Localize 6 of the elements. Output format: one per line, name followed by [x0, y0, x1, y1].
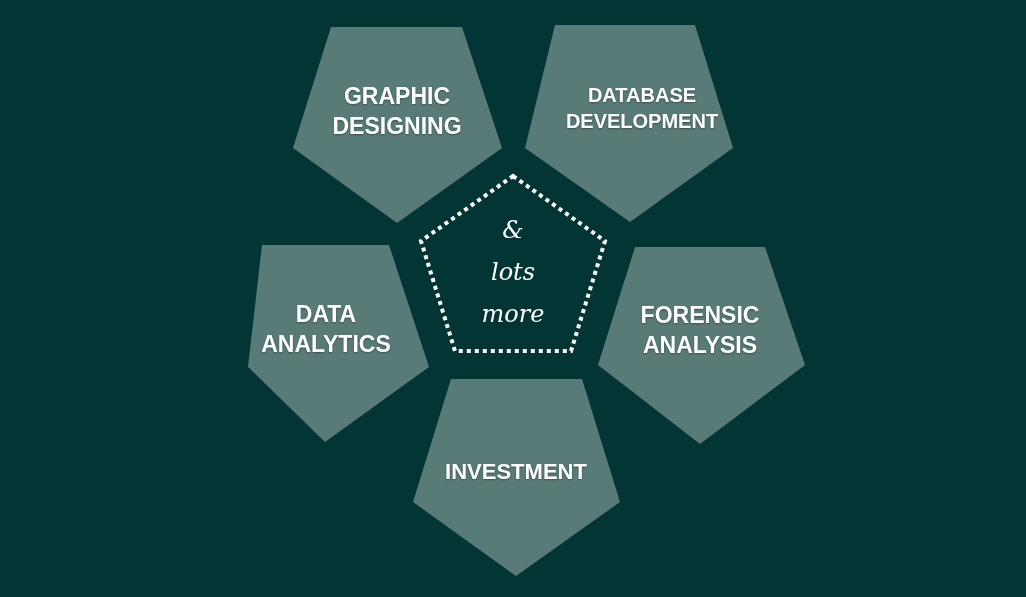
service-label: GRAPHIC DESIGNING — [332, 82, 462, 141]
service-label: FORENSIC ANALYSIS — [640, 301, 760, 360]
service-label: INVESTMENT — [445, 457, 587, 486]
service-label: DATA ANALYTICS — [261, 300, 391, 359]
service-label: DATABASE DEVELOPMENT — [565, 83, 719, 134]
script-label: & lots more — [481, 215, 545, 330]
